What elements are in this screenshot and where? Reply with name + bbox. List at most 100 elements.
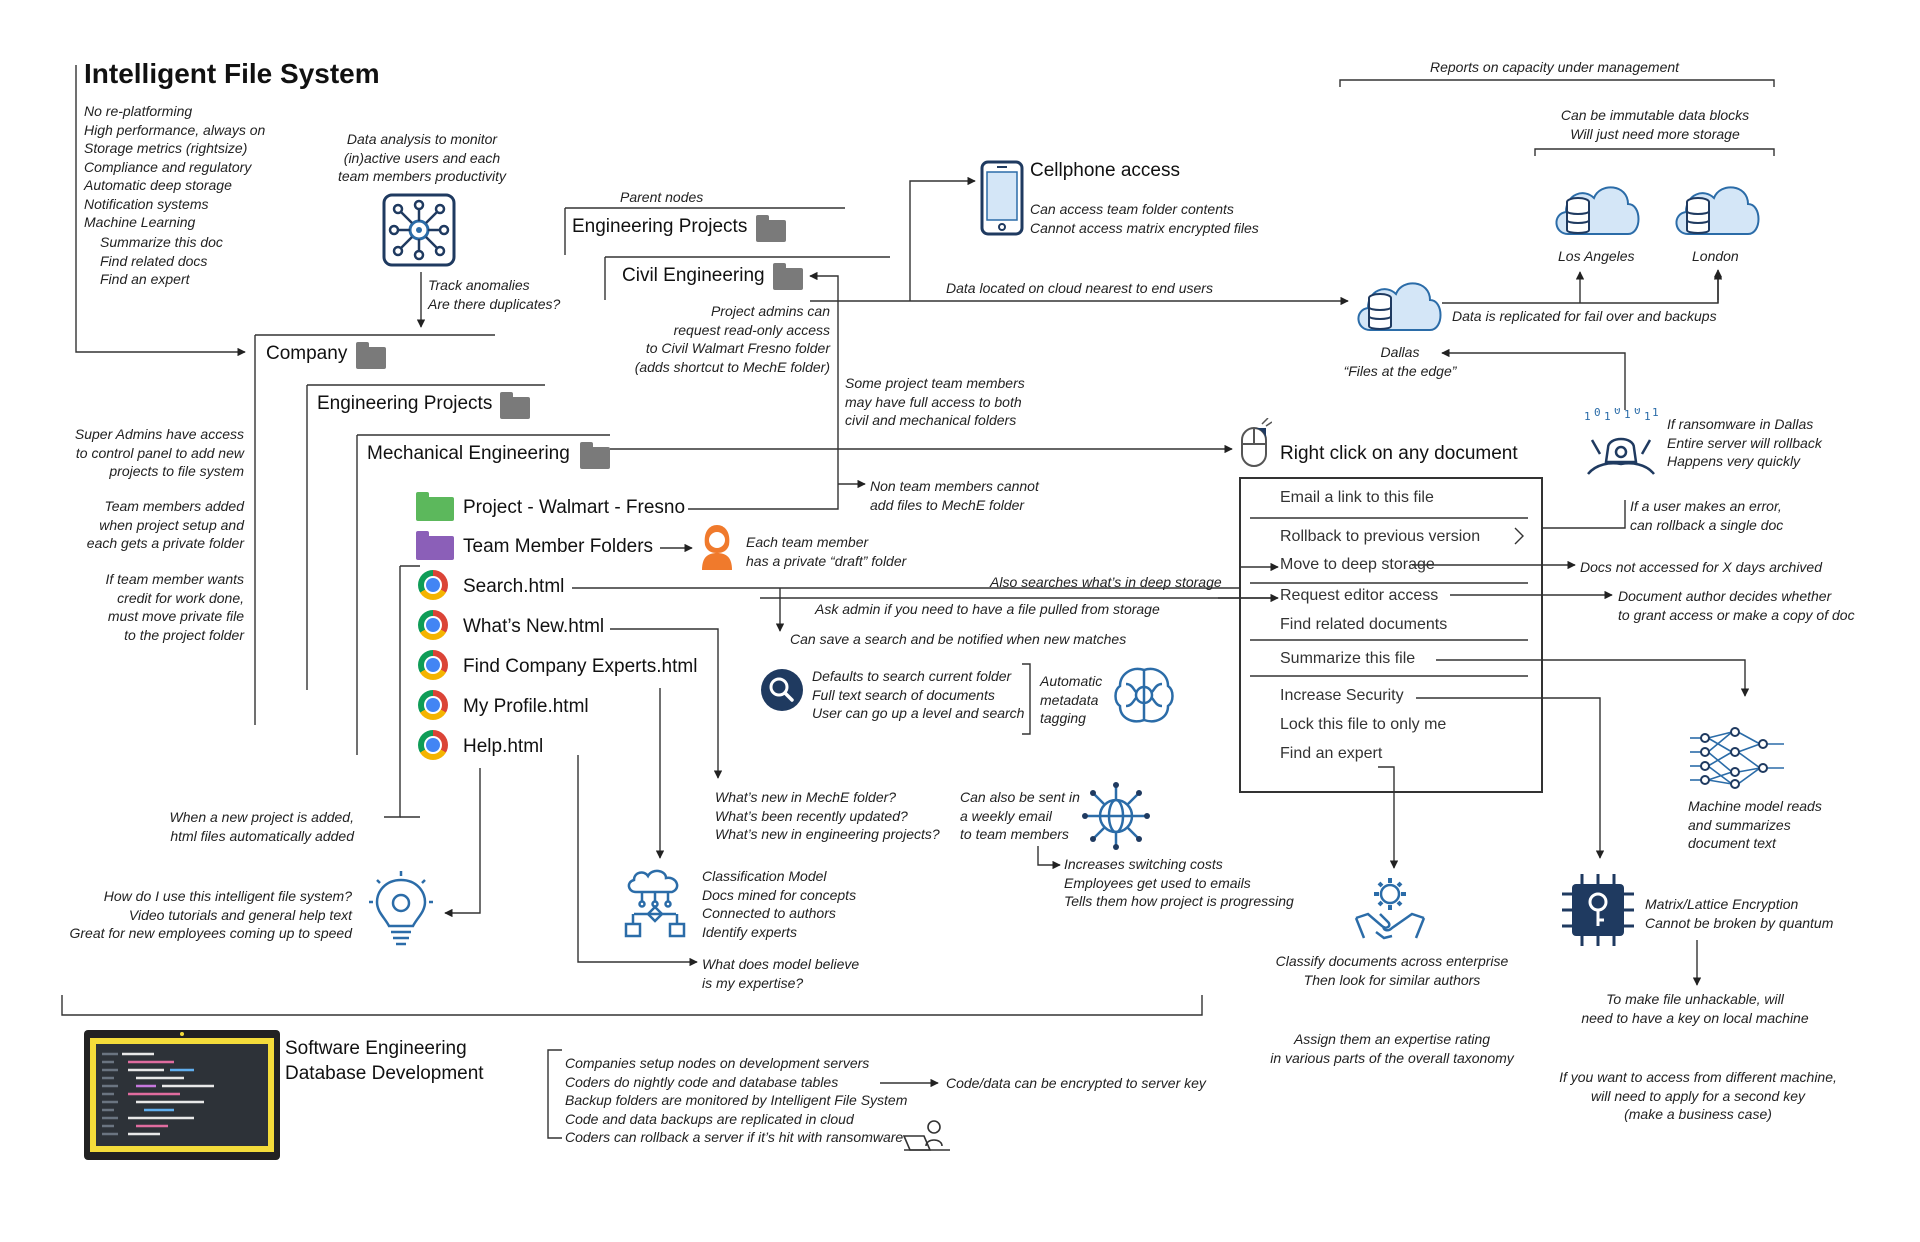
menu-request-editor-access[interactable]: Request editor access [1280,587,1439,604]
page-title: Intelligent File System [84,58,380,89]
also-searches-note: Also searches what’s in deep storage [990,574,1222,590]
menu-find-expert[interactable]: Find an expert [1280,745,1383,762]
replicated-note: Data is replicated for fail over and bac… [1452,308,1717,324]
menu-find-related-documents[interactable]: Find related documents [1280,616,1448,633]
folder-engineering-projects-top[interactable]: Engineering Projects [572,216,748,237]
expertise-note: What does model believe is my expertise? [702,956,860,991]
file-search-html[interactable]: Search.html [463,576,565,597]
software-notes: Companies setup nodes on development ser… [565,1055,908,1145]
chrome-icon [418,690,448,720]
feature-item: Compliance and regulatory [84,158,252,175]
cellphone-title: Cellphone access [1030,160,1180,181]
feature-item: Automatic deep storage [84,177,232,193]
folder-team-member-folders[interactable]: Team Member Folders [463,536,654,557]
svg-text:0: 0 [1614,408,1621,417]
file-whats-new-html[interactable]: What’s New.html [463,616,605,637]
assign-rating-note: Assign them an expertise rating in vario… [1270,1031,1514,1066]
cloud-database-icon [1555,186,1640,235]
classification-model-icon [624,869,686,938]
menu-move-deep-storage[interactable]: Move to deep storage [1280,556,1435,573]
feature-item: Notification systems [84,195,209,212]
data-analysis-note: Data analysis to monitor (in)active user… [337,131,507,184]
svg-text:0: 0 [1594,408,1601,419]
mouse-icon [1241,418,1272,467]
ml-reads-note: Machine model reads and summarizes docum… [1688,798,1822,851]
ransomware-dallas-note: If ransomware in Dallas Entire server wi… [1667,416,1822,469]
immutable-note: Can be immutable data blocks Will just n… [1560,107,1750,142]
folder-icon-green [416,492,454,521]
ml-feature-item: Summarize this doc [100,234,223,250]
chrome-icon [418,650,448,680]
how-use-note: How do I use this intelligent file syste… [69,888,353,941]
auto-metadata-note: Automatic metadata tagging [1040,673,1103,726]
credit-note: If team member wants credit for work don… [105,571,245,643]
file-find-experts-html[interactable]: Find Company Experts.html [463,656,698,677]
encrypted-server-note: Code/data can be encrypted to server key [946,1075,1206,1091]
software-title: Software Engineering Database Developmen… [285,1038,484,1084]
project-admins-note: Project admins can request read-only acc… [634,303,830,375]
cloud-located-note: Data located on cloud nearest to end use… [946,280,1213,296]
feature-item: No re-platforming [84,103,193,119]
file-help-html[interactable]: Help.html [463,736,544,757]
svg-text:1: 1 [1652,408,1659,419]
folder-icon [500,392,530,419]
feature-item: Machine Learning [84,214,196,230]
london-label: London [1692,248,1739,264]
menu-rollback-version[interactable]: Rollback to previous version [1280,528,1481,545]
team-members-note: Team members added when project setup an… [86,498,244,551]
new-project-note: When a new project is added, html files … [169,809,354,844]
network-analysis-icon [382,193,456,267]
ml-feature-item: Find an expert [100,271,190,287]
svg-text:1: 1 [1624,408,1631,421]
folder-icon [356,342,386,369]
classification-model-note: Classification Model Docs mined for conc… [702,868,857,940]
svg-text:1: 1 [1604,410,1611,423]
folder-walmart-fresno[interactable]: Project - Walmart - Fresno [463,497,686,518]
feature-item: Storage metrics (rightsize) [84,140,248,156]
search-icon [761,669,803,711]
folder-icon [756,215,786,242]
folder-icon [773,263,803,290]
cellphone-note: Can access team folder contents Cannot a… [1030,201,1259,236]
chrome-icon [418,610,448,640]
chrome-icon [418,570,448,600]
encryption-chip-icon [1562,874,1634,946]
folder-civil-engineering[interactable]: Civil Engineering [622,265,765,286]
brain-gear-icon [1114,667,1174,723]
los-angeles-label: Los Angeles [1558,248,1635,264]
feature-list: No re-platforming High performance, alwa… [84,102,265,232]
menu-summarize-file[interactable]: Summarize this file [1280,650,1416,667]
folder-icon-purple [416,531,454,560]
menu-increase-security[interactable]: Increase Security [1280,687,1404,704]
cloud-database-icon [1675,186,1760,235]
person-avatar-icon [702,525,732,570]
capacity-reports-note: Reports on capacity under management [1430,59,1680,75]
feature-item: High performance, always on [84,121,266,138]
folder-icon [580,442,610,469]
weekly-email-note: Can also be sent in a weekly email to te… [960,789,1080,842]
svg-text:1: 1 [1644,410,1651,423]
cloud-database-icon [1357,282,1442,331]
folder-mechanical-engineering[interactable]: Mechanical Engineering [367,443,570,464]
whats-new-note: What’s new in MechE folder? What’s been … [715,789,940,842]
code-monitor-icon [84,1030,280,1160]
menu-email-link[interactable]: Email a link to this file [1280,489,1434,506]
switching-costs-note: Increases switching costs Employees get … [1064,856,1294,909]
globe-network-icon [1082,782,1150,850]
lightbulb-gear-icon [369,871,433,946]
non-team-note: Non team members cannot add files to Mec… [870,478,1039,513]
menu-lock-file[interactable]: Lock this file to only me [1280,716,1447,733]
parent-nodes-label: Parent nodes [620,189,704,205]
author-decides-note: Document author decides whether to grant… [1618,588,1855,623]
coder-laptop-icon [902,1120,950,1151]
ask-admin-note: Ask admin if you need to have a file pul… [815,601,1160,617]
folder-company[interactable]: Company [266,343,348,364]
folder-engineering-projects[interactable]: Engineering Projects [317,393,493,414]
super-admins-note: Super Admins have access to control pane… [74,426,244,479]
file-my-profile-html[interactable]: My Profile.html [463,696,589,717]
ml-feature-item: Find related docs [100,252,208,269]
some-members-note: Some project team members may have full … [845,375,1025,428]
svg-text:0: 0 [1634,408,1641,417]
